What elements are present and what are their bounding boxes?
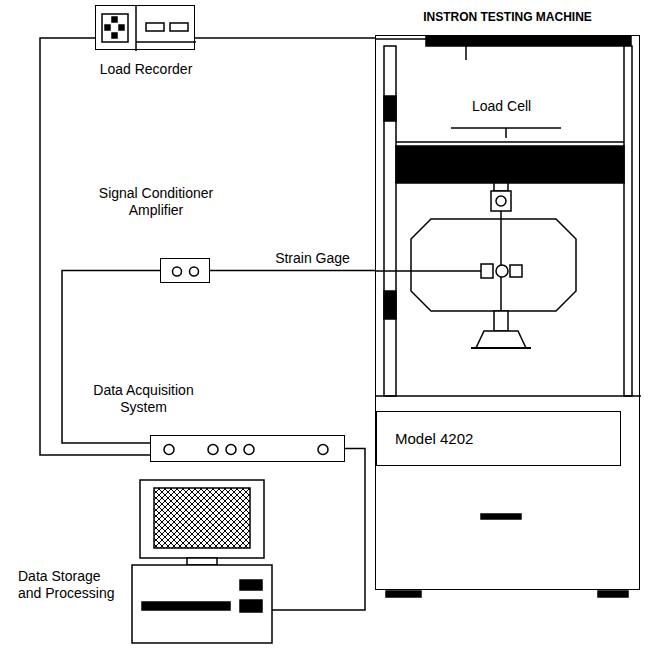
strain-gage	[481, 264, 493, 278]
key	[112, 33, 117, 38]
knob	[226, 445, 236, 455]
signal-wire	[195, 37, 375, 39]
knob	[173, 267, 182, 276]
key	[119, 25, 124, 30]
data-acquisition: Data Acquisition System	[150, 435, 345, 462]
computer: Data Storage and Processing	[132, 480, 272, 645]
monitor	[140, 480, 264, 558]
upper-grip	[494, 183, 508, 191]
specimen	[500, 219, 502, 265]
load-wire	[465, 39, 467, 60]
signal-conditioner-drawing	[161, 259, 209, 282]
knob	[318, 445, 328, 455]
column-block	[384, 291, 396, 319]
divider	[136, 41, 196, 43]
drive	[240, 600, 262, 612]
signal-wire	[272, 449, 365, 611]
divider	[135, 6, 137, 51]
model-panel: Model 4202	[376, 411, 621, 466]
signal-conditioner: Signal Conditioner Amplifier	[160, 258, 210, 283]
strain-gage	[510, 265, 522, 277]
testing-machine-drawing	[376, 36, 639, 589]
part-label: Load Cell	[470, 98, 533, 115]
display	[170, 23, 188, 31]
load-wire	[376, 38, 466, 40]
node-label: Model 4202	[395, 430, 473, 448]
foot	[386, 591, 421, 597]
crosshead-edge	[396, 141, 624, 143]
node-label: Data Storage and Processing	[18, 568, 118, 602]
upper-grip	[491, 191, 511, 211]
test-chamber	[411, 219, 576, 311]
knob	[208, 445, 218, 455]
left-column	[384, 46, 396, 396]
key	[112, 17, 117, 22]
right-column	[624, 46, 632, 396]
monitor-stand	[187, 558, 217, 565]
signal-wire	[62, 271, 160, 444]
key	[105, 25, 110, 30]
specimen	[500, 277, 502, 311]
screen	[154, 488, 250, 548]
lower-grip	[494, 311, 508, 331]
crosshead	[396, 146, 624, 183]
signal-wire	[210, 270, 375, 272]
load-cell-bracket	[505, 128, 507, 138]
column-block	[384, 96, 396, 121]
node-label: INSTRON TESTING MACHINE	[376, 10, 639, 24]
knob	[244, 445, 254, 455]
strain-gage	[496, 265, 508, 277]
drive	[240, 580, 262, 590]
drive-slot	[142, 602, 230, 610]
display	[146, 23, 164, 31]
testing-machine: INSTRON TESTING MACHINEModel 4202	[375, 35, 640, 590]
node-label: Signal Conditioner Amplifier	[81, 185, 231, 219]
top-plate	[426, 36, 631, 46]
load-recorder: Load Recorder	[95, 5, 195, 50]
load-recorder-drawing	[96, 6, 194, 49]
node-label: Load Recorder	[76, 61, 216, 78]
lower-grip	[471, 347, 531, 349]
knob	[190, 267, 199, 276]
foot	[598, 591, 628, 597]
keypad	[102, 14, 128, 42]
grip-pin	[496, 196, 506, 206]
edge-label: Strain Gage	[273, 250, 352, 267]
base-line	[376, 395, 641, 397]
node-label: Data Acquisition System	[76, 382, 211, 416]
data-acquisition-drawing	[151, 436, 344, 461]
computer-drawing	[132, 480, 272, 645]
base-slot	[481, 514, 521, 519]
lower-grip	[476, 331, 526, 348]
gage-wire	[376, 270, 481, 272]
knob	[164, 445, 174, 455]
specimen	[500, 211, 502, 219]
computer-base	[132, 565, 272, 643]
